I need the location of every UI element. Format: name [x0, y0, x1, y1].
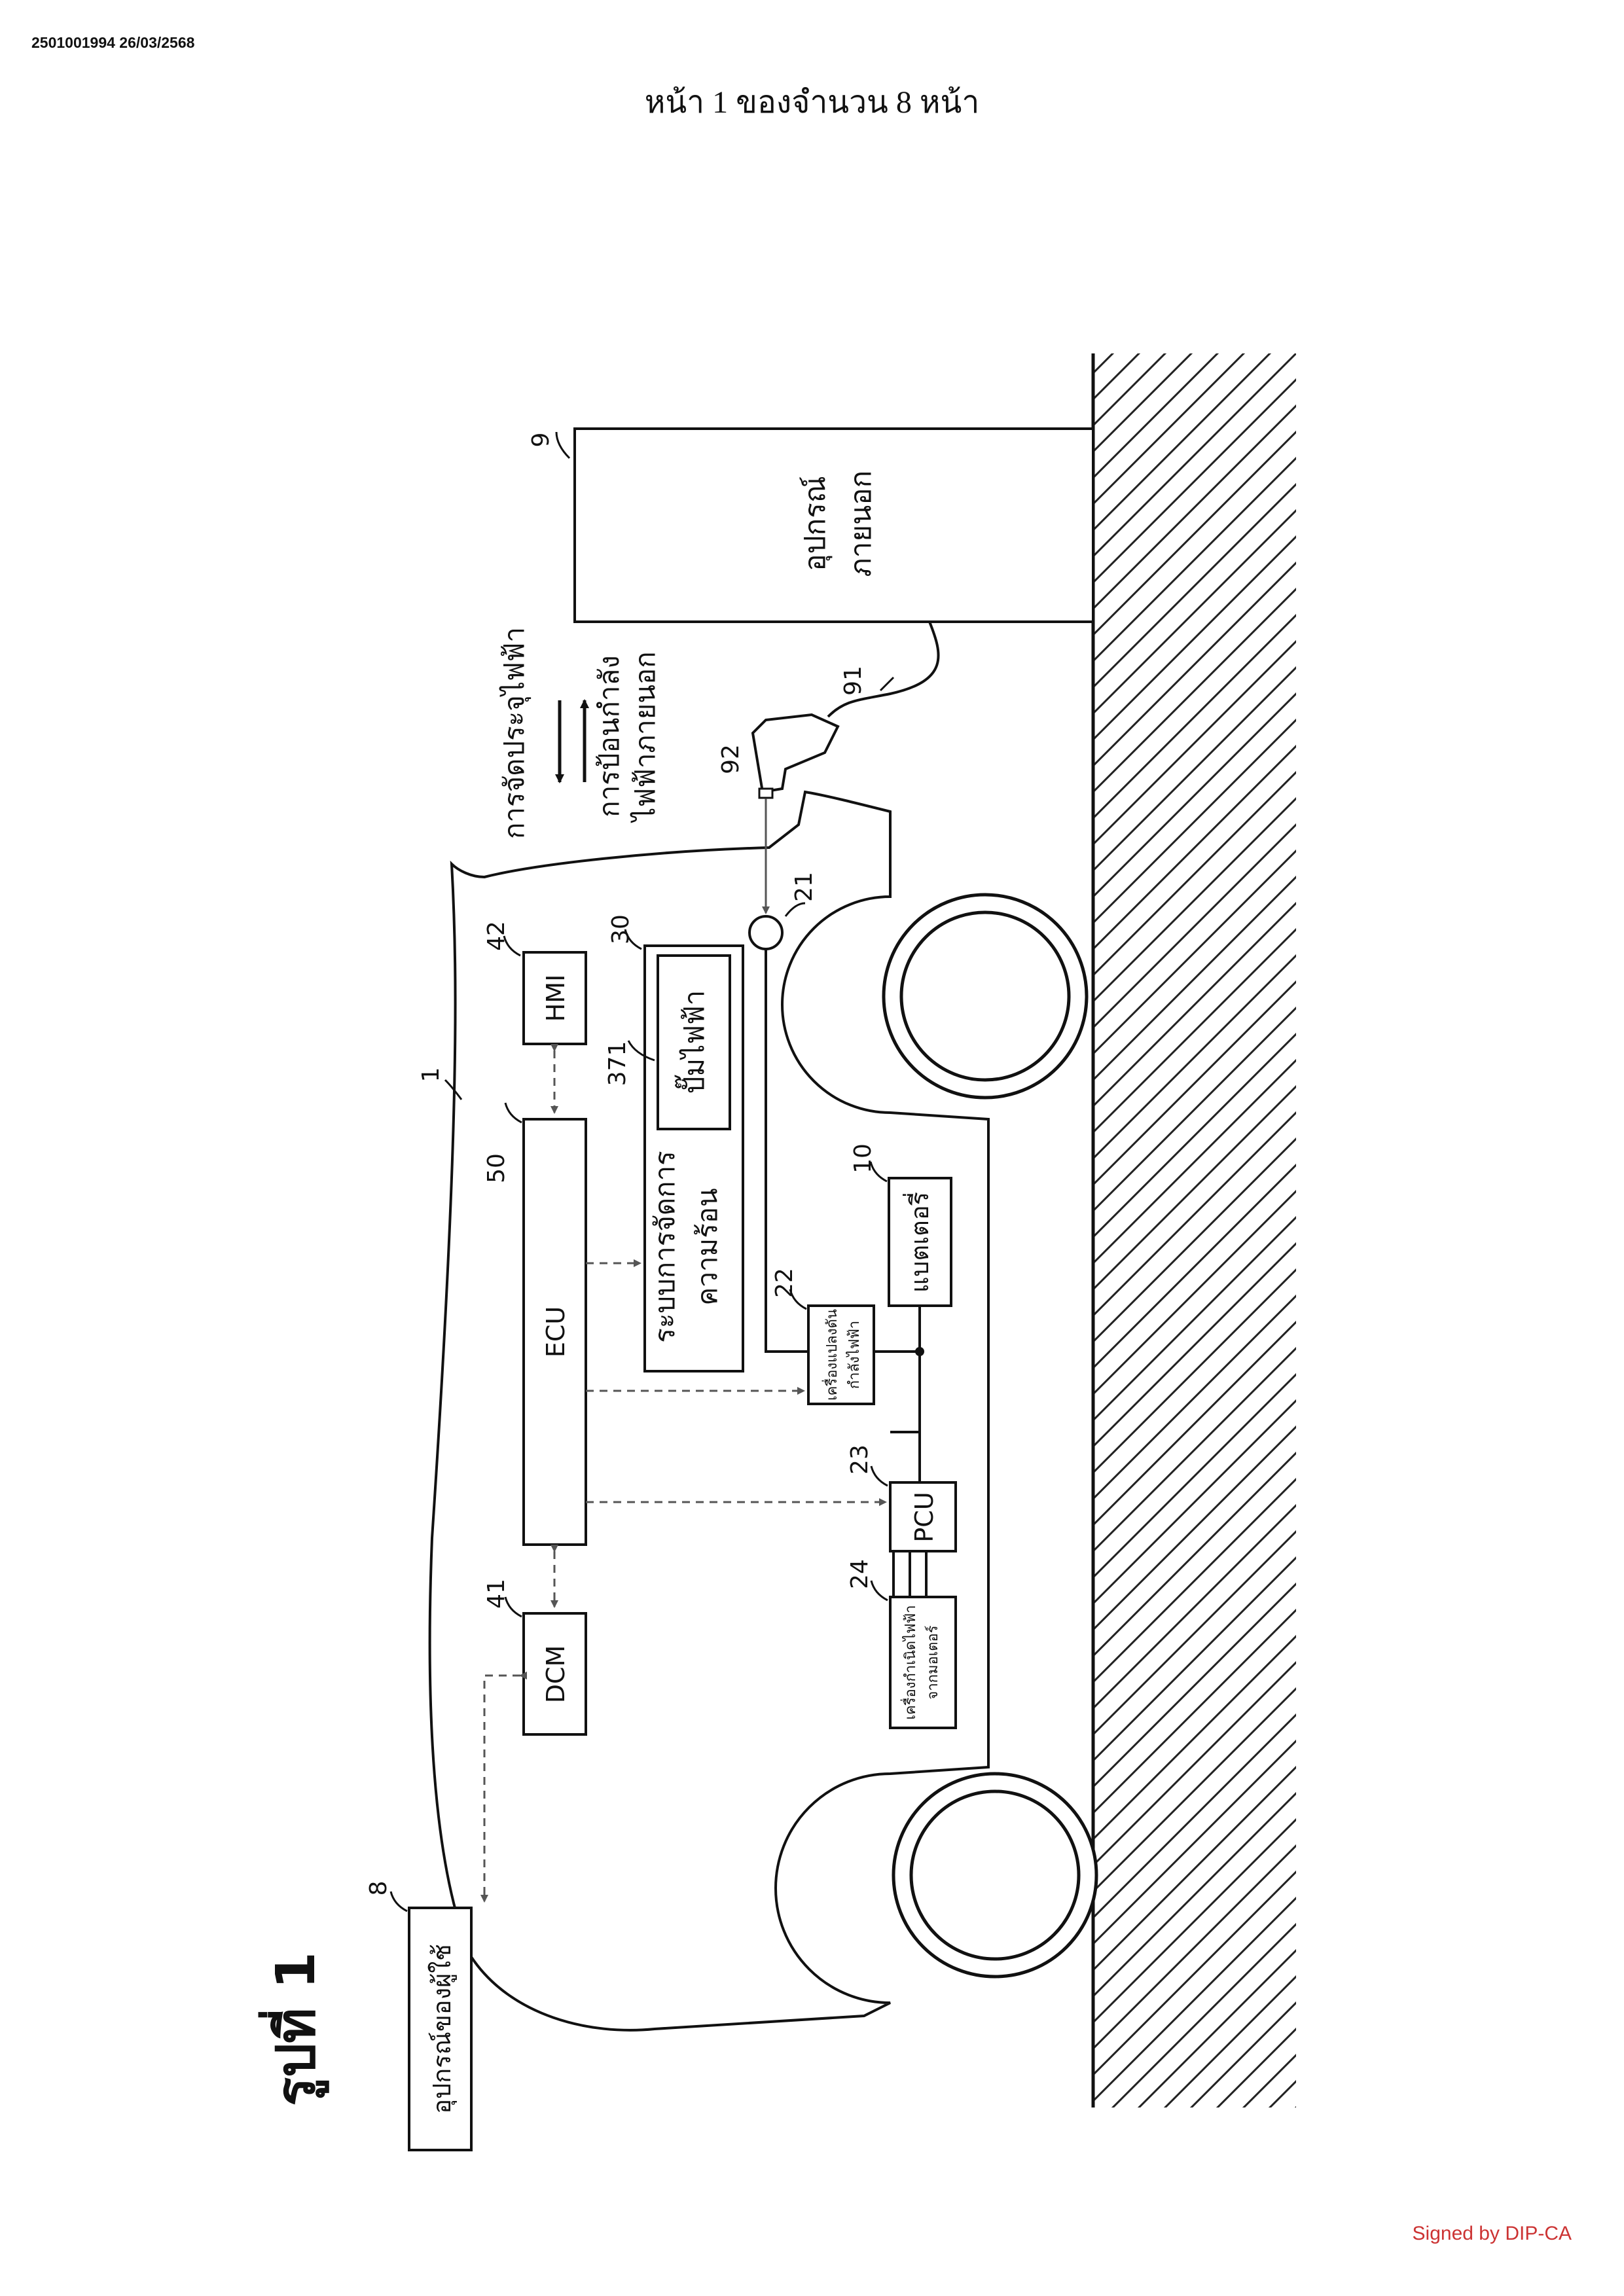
thermal-system-label-2: ความร้อน [691, 1188, 723, 1305]
page-number: หน้า 1 ของจำนวน 8 หน้า [644, 85, 980, 120]
power-wiring [765, 949, 928, 1597]
pcu-box [889, 1481, 957, 1552]
thermal-system-number: 30 [607, 914, 634, 944]
hmi-label: HMI [541, 975, 570, 1022]
converter-number: 22 [771, 1268, 798, 1298]
pcu-number: 23 [846, 1444, 873, 1475]
hmi-box [522, 951, 587, 1045]
electric-pump-label: ปั๊มไฟฟ้า [674, 990, 710, 1094]
pcu-label: PCU [910, 1492, 939, 1542]
motor-generator-number: 24 [846, 1559, 873, 1589]
hmi-number: 42 [483, 921, 510, 951]
converter-box [807, 1304, 875, 1405]
external-device-number: 9 [528, 433, 554, 448]
electric-pump-number: 371 [604, 1041, 631, 1086]
figure-title: รูปที่ 1 [258, 1952, 329, 2106]
battery-number: 10 [850, 1143, 876, 1174]
ecu-number: 50 [483, 1153, 510, 1183]
battery-label: แบตเตอรี่ [903, 1192, 934, 1293]
converter-label-2: กำลังไฟฟ้า [846, 1321, 863, 1389]
vehicle-number: 1 [418, 1067, 444, 1083]
inlet-number: 21 [791, 872, 818, 902]
external-device-box [573, 427, 1094, 623]
external-supply-label-2: ไฟฟ้าภายนอก [629, 651, 661, 823]
dcm-label: DCM [541, 1645, 570, 1704]
dcm-box [522, 1612, 587, 1736]
charging-label: การจัดประจุไฟฟ้า [498, 627, 532, 839]
user-device-number: 8 [365, 1881, 392, 1896]
external-device-label-2: ภายนอก [844, 471, 878, 577]
ecu-label: ECU [541, 1306, 570, 1357]
external-device-label-1: อุปกรณ์ [799, 476, 833, 571]
front-wheel [882, 893, 1089, 1100]
motor-generator-label-2: จากมอเตอร์ [925, 1625, 941, 1699]
signature-note: Signed by DIP-CA [1412, 2223, 1572, 2244]
motor-generator-label-1: เครื่องกำเนิดไฟฟ้า [900, 1605, 919, 1719]
rear-wheel [892, 1772, 1098, 1979]
user-device-box [408, 1907, 473, 2151]
electric-pump-box [657, 954, 731, 1130]
ecu-box [522, 1118, 587, 1546]
vehicle-body [428, 790, 990, 2032]
connector-number: 92 [717, 744, 744, 774]
control-signal-lines [480, 1044, 887, 1903]
user-device-label: อุปกรณ์ของผู้ใช้ [427, 1944, 457, 2114]
external-supply-label-1: การป้อนกำลัง [593, 655, 625, 817]
charging-connector [751, 713, 840, 794]
thermal-system-label-1: ระบบการจัดการ [649, 1151, 681, 1342]
ground [1091, 353, 1296, 2108]
charging-cable [827, 621, 940, 718]
document-id: 2501001994 26/03/2568 [31, 34, 195, 51]
dcm-number: 41 [483, 1579, 510, 1609]
motor-generator-box [889, 1596, 957, 1729]
converter-label-1: เครื่องแปลงดัน [821, 1309, 840, 1401]
battery-box [888, 1177, 952, 1307]
cable-number: 91 [840, 666, 867, 696]
inlet [748, 915, 784, 950]
